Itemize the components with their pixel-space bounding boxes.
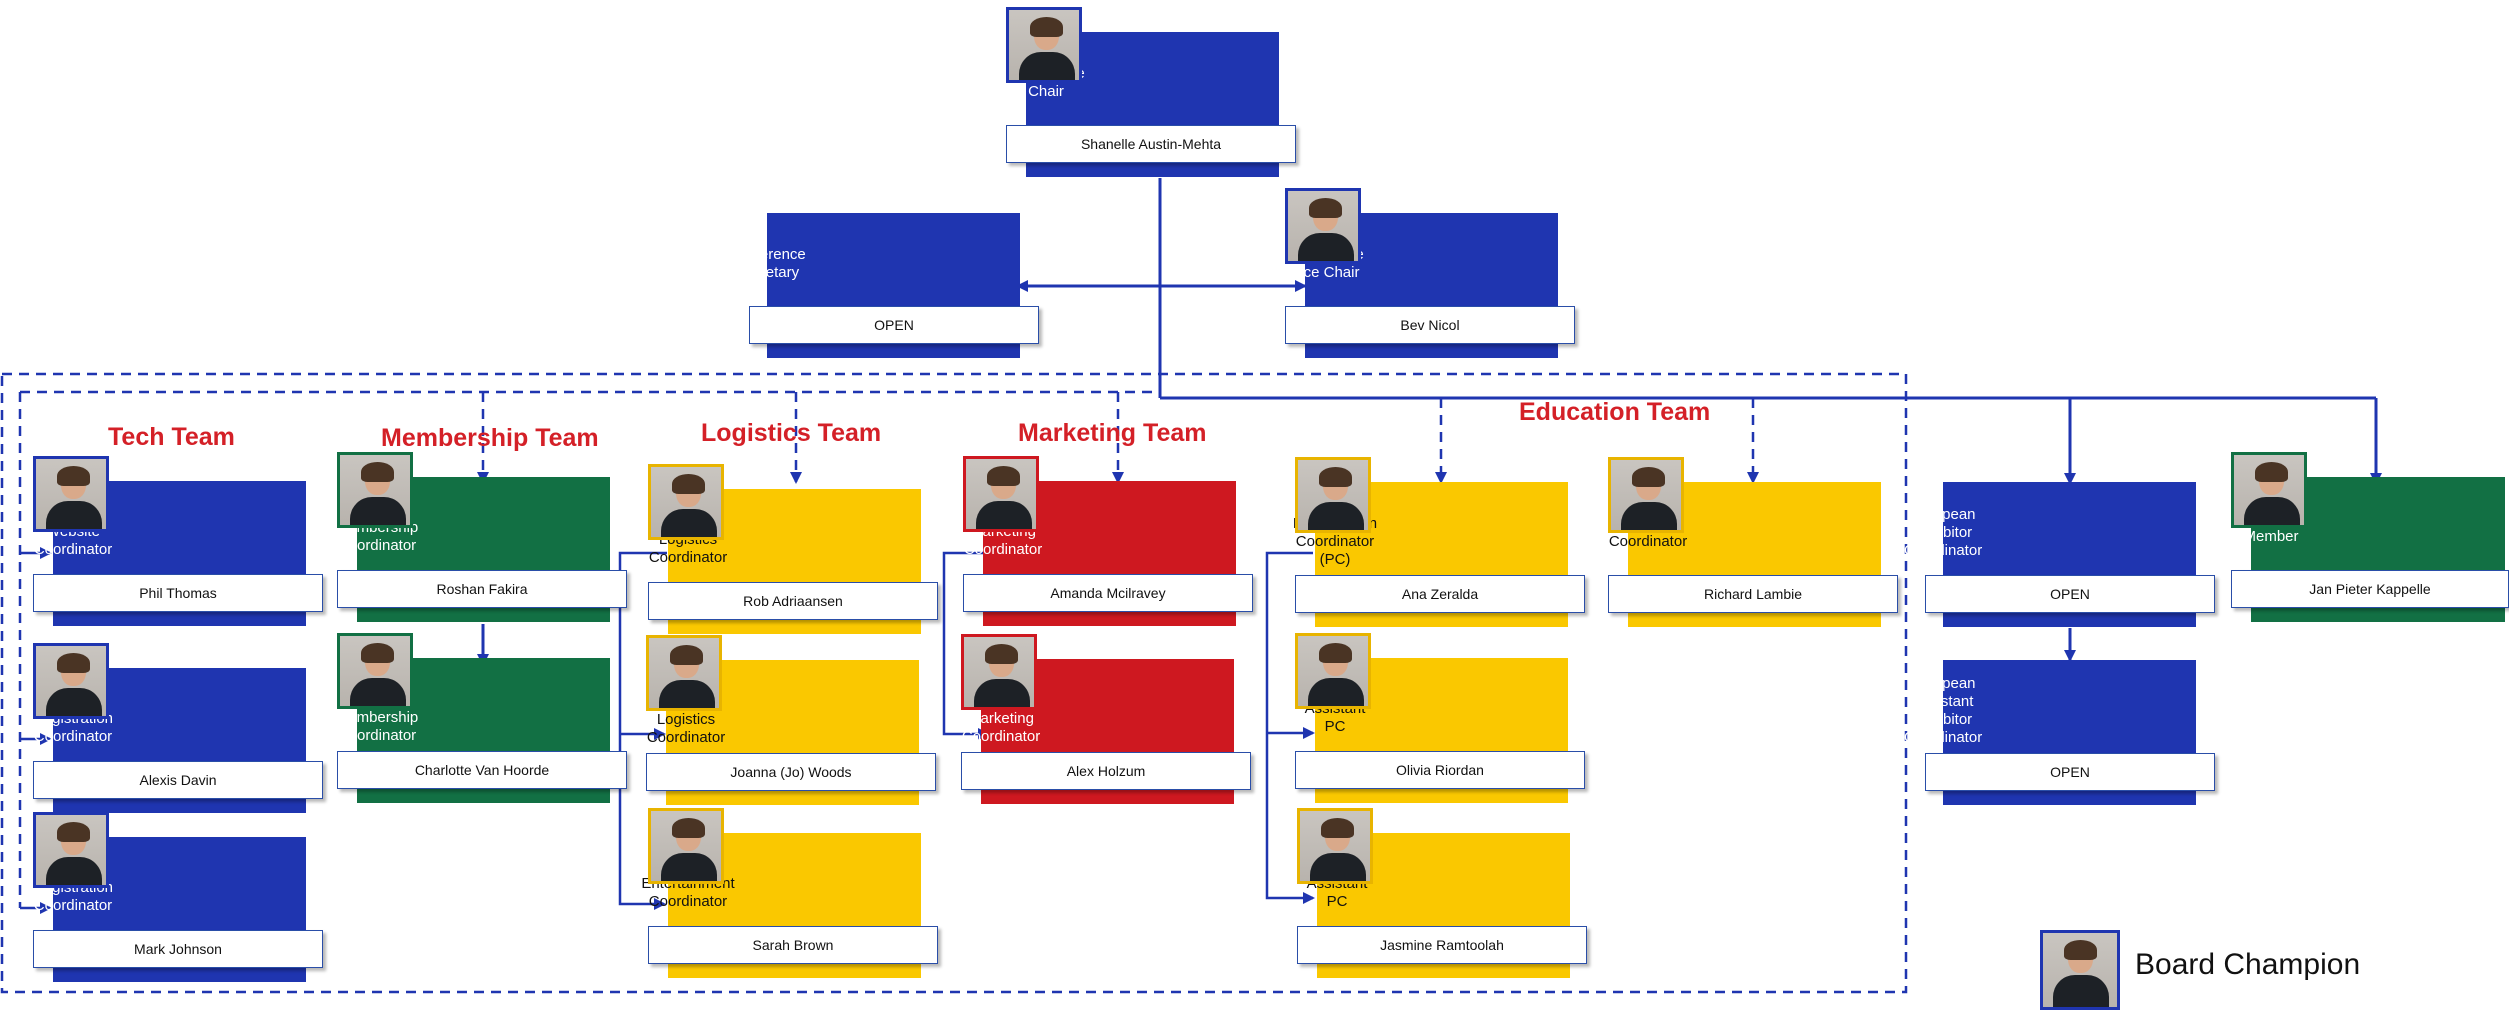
person-name: Jasmine Ramtoolah bbox=[1297, 926, 1587, 964]
person-name: Alex Holzum bbox=[961, 752, 1251, 790]
person-name: Ana Zeralda bbox=[1295, 575, 1585, 613]
person-name: Rob Adriaansen bbox=[648, 582, 938, 620]
person-photo-icon bbox=[1297, 808, 1373, 884]
person-photo-icon bbox=[648, 464, 724, 540]
person-photo-icon bbox=[337, 452, 413, 528]
person-name: OPEN bbox=[1925, 753, 2215, 791]
person-name: Richard Lambie bbox=[1608, 575, 1898, 613]
person-photo-icon bbox=[2231, 452, 2307, 528]
team-title-membership: Membership Team bbox=[381, 424, 599, 452]
team-title-tech: Tech Team bbox=[108, 423, 235, 451]
person-photo-icon bbox=[963, 456, 1039, 532]
person-name: Amanda Mcilravey bbox=[963, 574, 1253, 612]
person-name: Sarah Brown bbox=[648, 926, 938, 964]
person-name: Roshan Fakira bbox=[337, 570, 627, 608]
connector-presentation-bracket bbox=[1265, 551, 1315, 904]
person-name: Jan Pieter Kappelle bbox=[2231, 570, 2509, 608]
person-name: Olivia Riordan bbox=[1295, 751, 1585, 789]
person-photo-icon bbox=[1285, 188, 1361, 264]
person-photo-icon bbox=[1295, 457, 1371, 533]
team-title-education: Education Team bbox=[1519, 398, 1711, 426]
person-photo-icon bbox=[33, 812, 109, 888]
person-photo-icon bbox=[1608, 457, 1684, 533]
person-name: OPEN bbox=[1925, 575, 2215, 613]
person-name: Shanelle Austin-Mehta bbox=[1006, 125, 1296, 163]
connector-logistics-bracket bbox=[618, 551, 667, 910]
person-name: Alexis Davin bbox=[33, 761, 323, 799]
person-photo-icon bbox=[33, 643, 109, 719]
person-photo-icon bbox=[961, 634, 1037, 710]
team-title-logistics: Logistics Team bbox=[701, 419, 882, 447]
team-boundary bbox=[0, 372, 1908, 994]
person-photo-icon bbox=[648, 808, 724, 884]
legend-label: Board Champion bbox=[2135, 948, 2361, 981]
person-photo-icon bbox=[1006, 7, 1082, 83]
person-name: Mark Johnson bbox=[33, 930, 323, 968]
person-photo-icon bbox=[646, 635, 722, 711]
person-photo-icon bbox=[337, 633, 413, 709]
person-name: Bev Nicol bbox=[1285, 306, 1575, 344]
team-title-marketing: Marketing Team bbox=[1018, 419, 1207, 447]
person-photo-icon bbox=[1295, 633, 1371, 709]
person-name: OPEN bbox=[749, 306, 1039, 344]
person-name: Phil Thomas bbox=[33, 574, 323, 612]
connector-marketing-bracket bbox=[942, 551, 990, 740]
person-photo-icon bbox=[2040, 930, 2120, 1010]
person-name: Charlotte Van Hoorde bbox=[337, 751, 627, 789]
person-photo-icon bbox=[33, 456, 109, 532]
person-name: Joanna (Jo) Woods bbox=[646, 753, 936, 791]
